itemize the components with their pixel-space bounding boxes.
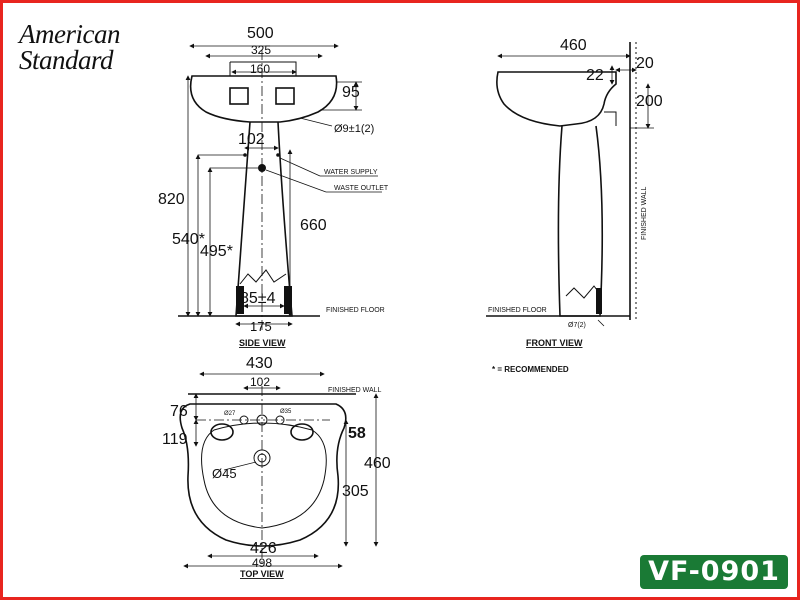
dim-hole-27: Ø27 (224, 411, 236, 417)
side-tap-right (275, 87, 295, 105)
top-view: 430 102 FINISHED WALL Ø27 Ø35 76 119 58 … (162, 355, 391, 579)
leader-waste (265, 169, 327, 193)
side-view-title: SIDE VIEW (239, 338, 286, 348)
callout-water-supply: WATER SUPPLY (324, 169, 378, 176)
dim-540: 540* (172, 231, 205, 248)
dim-holes: Ø9±1(2) (334, 123, 374, 135)
dim-200: 200 (636, 93, 663, 110)
dim-102-top: 102 (250, 375, 270, 389)
dim-460-front: 460 (560, 37, 587, 54)
side-view: 500 325 160 95 Ø9±1(2) 102 WATER SUPPLY … (158, 25, 389, 348)
brand-line1: American (19, 19, 120, 49)
dim-95: 95 (342, 84, 360, 101)
dim-430: 430 (246, 355, 273, 372)
side-pedestal-break (239, 269, 287, 285)
front-base-block (596, 288, 602, 314)
leader-water (279, 157, 321, 177)
dim-hole-leader (597, 319, 605, 327)
dim-119: 119 (162, 431, 188, 448)
side-base-right (284, 286, 292, 314)
dim-495: 495* (200, 243, 233, 260)
top-basin-outer (179, 403, 347, 547)
front-basin (496, 71, 617, 127)
model-badge: VF-0901 (640, 555, 788, 589)
dim-325: 325 (251, 43, 271, 57)
side-base-left (236, 286, 244, 314)
front-view-title: FRONT VIEW (526, 338, 583, 348)
callout-waste-outlet: WASTE OUTLET (334, 185, 389, 192)
dim-660: 660 (300, 217, 327, 234)
callout-finished-floor-front: FINISHED FLOOR (488, 307, 547, 314)
dim-76: 76 (170, 403, 188, 420)
front-back-outline (604, 111, 617, 126)
front-pedestal (557, 125, 604, 317)
callout-finished-wall-front: FINISHED WALL (641, 186, 648, 240)
side-basin (189, 75, 338, 123)
top-soap-left (210, 423, 234, 441)
dim-holes-leader (299, 117, 333, 127)
dim-498: 498 (252, 556, 272, 570)
callout-finished-wall-top: FINISHED WALL (328, 387, 382, 394)
callout-finished-floor-side: FINISHED FLOOR (326, 307, 385, 314)
front-view: 460 20 22 200 Ø7(2) FINISHED FLOOR FINIS… (486, 37, 663, 374)
top-view-title: TOP VIEW (240, 569, 284, 579)
dim-175: 175 (250, 319, 272, 334)
recommended-note: * = RECOMMENDED (492, 365, 569, 374)
dim-426: 426 (250, 540, 277, 557)
side-supply-right (276, 153, 280, 157)
dim-102: 102 (238, 131, 265, 148)
dim-160: 160 (250, 62, 270, 76)
dim-305: 305 (342, 483, 369, 500)
dim-460-top: 460 (364, 455, 391, 472)
brand-line2: Standard (19, 45, 114, 75)
top-basin-inner (201, 422, 327, 529)
side-tap-left (229, 87, 249, 105)
dim-85: 85±4 (240, 290, 276, 307)
dim-58: 58 (348, 425, 366, 442)
dim-hole-35: Ø35 (280, 409, 292, 415)
front-pedestal-break (565, 285, 601, 299)
dim-22: 22 (586, 67, 604, 84)
dim-drain-leader (223, 461, 257, 471)
dim-20: 20 (636, 55, 654, 72)
brand-logo: American Standard (19, 19, 120, 75)
dim-820: 820 (158, 191, 185, 208)
top-soap-right (290, 423, 314, 441)
dim-drain: Ø45 (212, 466, 237, 481)
dim-hole-front: Ø7(2) (568, 322, 586, 329)
side-pedestal (235, 121, 293, 317)
dim-500: 500 (247, 25, 274, 42)
